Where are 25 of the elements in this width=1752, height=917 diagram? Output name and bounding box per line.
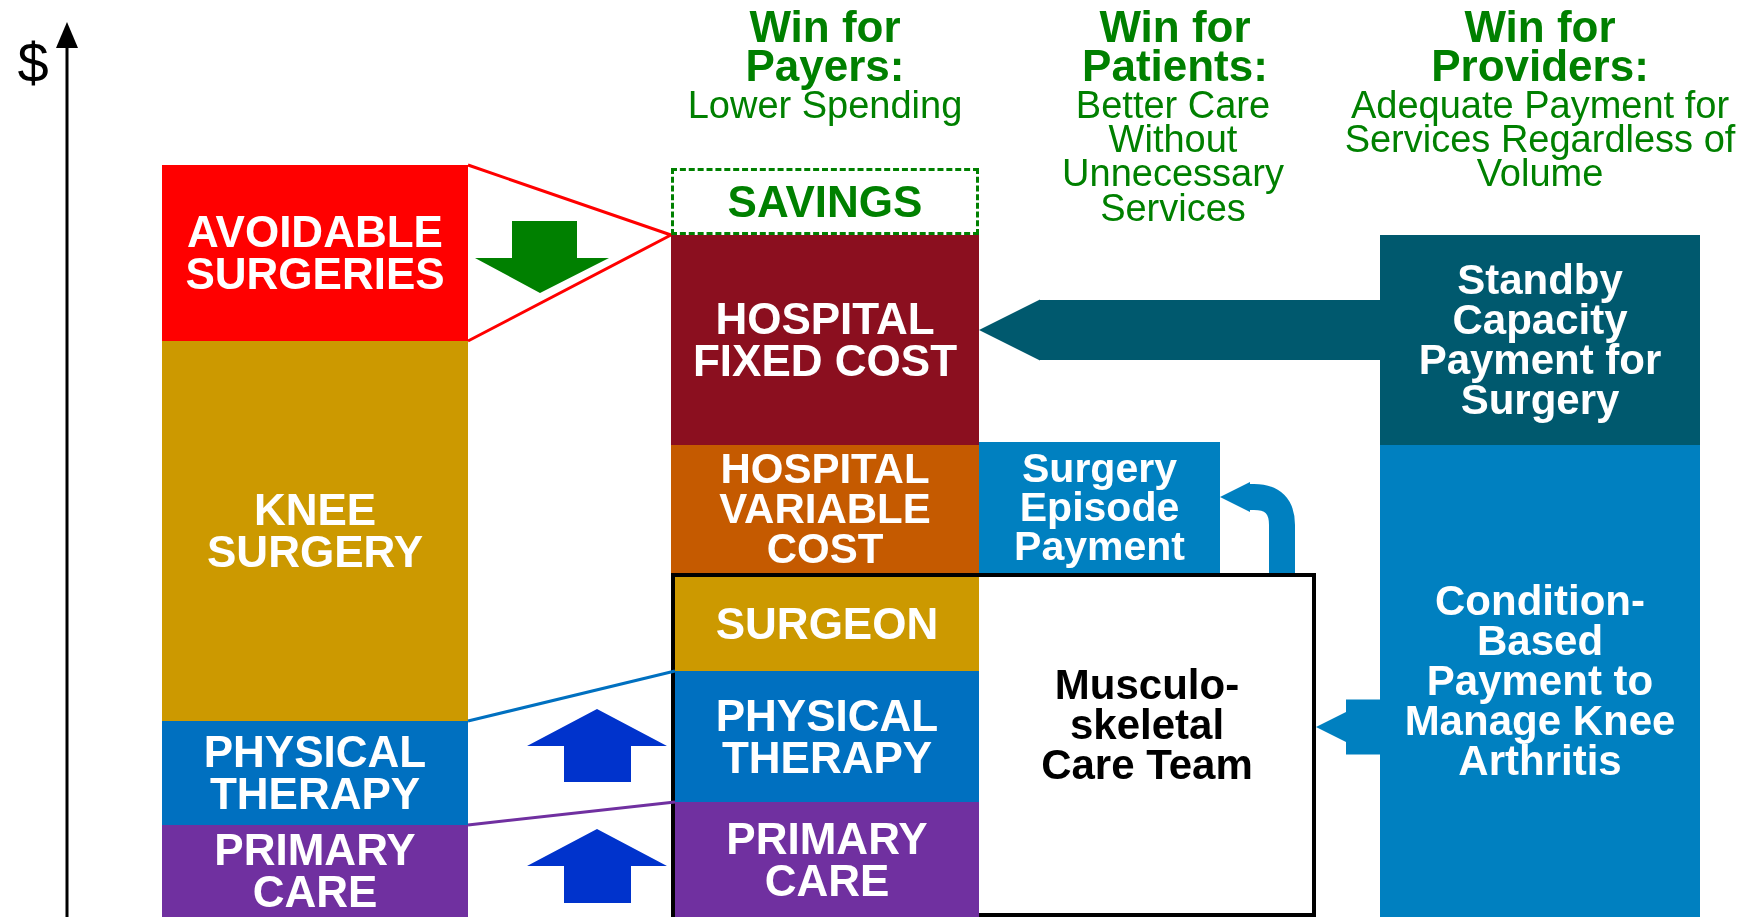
payment-block: Condition-Based Payment to Manage Knee Arthritis xyxy=(1380,445,1700,917)
currency-label: $ xyxy=(16,38,50,89)
payment-block: Standby Capacity Payment for Surgery xyxy=(1380,235,1700,445)
cost-block: PRIMARY CARE xyxy=(675,802,979,917)
payment-block: Surgery Episode Payment xyxy=(979,442,1220,573)
cost-block: PRIMARY CARE xyxy=(162,825,468,917)
heading: Win for Providers: xyxy=(1430,8,1650,86)
connector-line xyxy=(467,669,676,723)
cost-block: KNEE SURGERY xyxy=(162,341,468,721)
cost-block: AVOIDABLE SURGERIES xyxy=(162,165,468,341)
care-team-box xyxy=(671,573,1316,917)
connector-line xyxy=(467,800,676,827)
cost-block: SURGEON xyxy=(675,577,979,671)
subheading: Better Care Without Unnecessary Services xyxy=(1061,88,1285,225)
block-arrow xyxy=(979,299,1380,361)
cost-block: HOSPITAL FIXED COST xyxy=(671,235,979,445)
team-label: Musculo-skeletal Care Team xyxy=(1040,665,1254,785)
cost-block: PHYSICAL THERAPY xyxy=(675,671,979,802)
zoom-lines xyxy=(466,163,673,343)
cost-block: HOSPITAL VARIABLE COST xyxy=(671,445,979,573)
block-arrow xyxy=(1316,699,1380,755)
cost-block: PHYSICAL THERAPY xyxy=(162,721,468,825)
savings-box: SAVINGS xyxy=(671,168,979,235)
heading: Win for Patients: xyxy=(1081,8,1269,86)
subheading: Adequate Payment for Services Regardless of Volume xyxy=(1343,88,1737,191)
